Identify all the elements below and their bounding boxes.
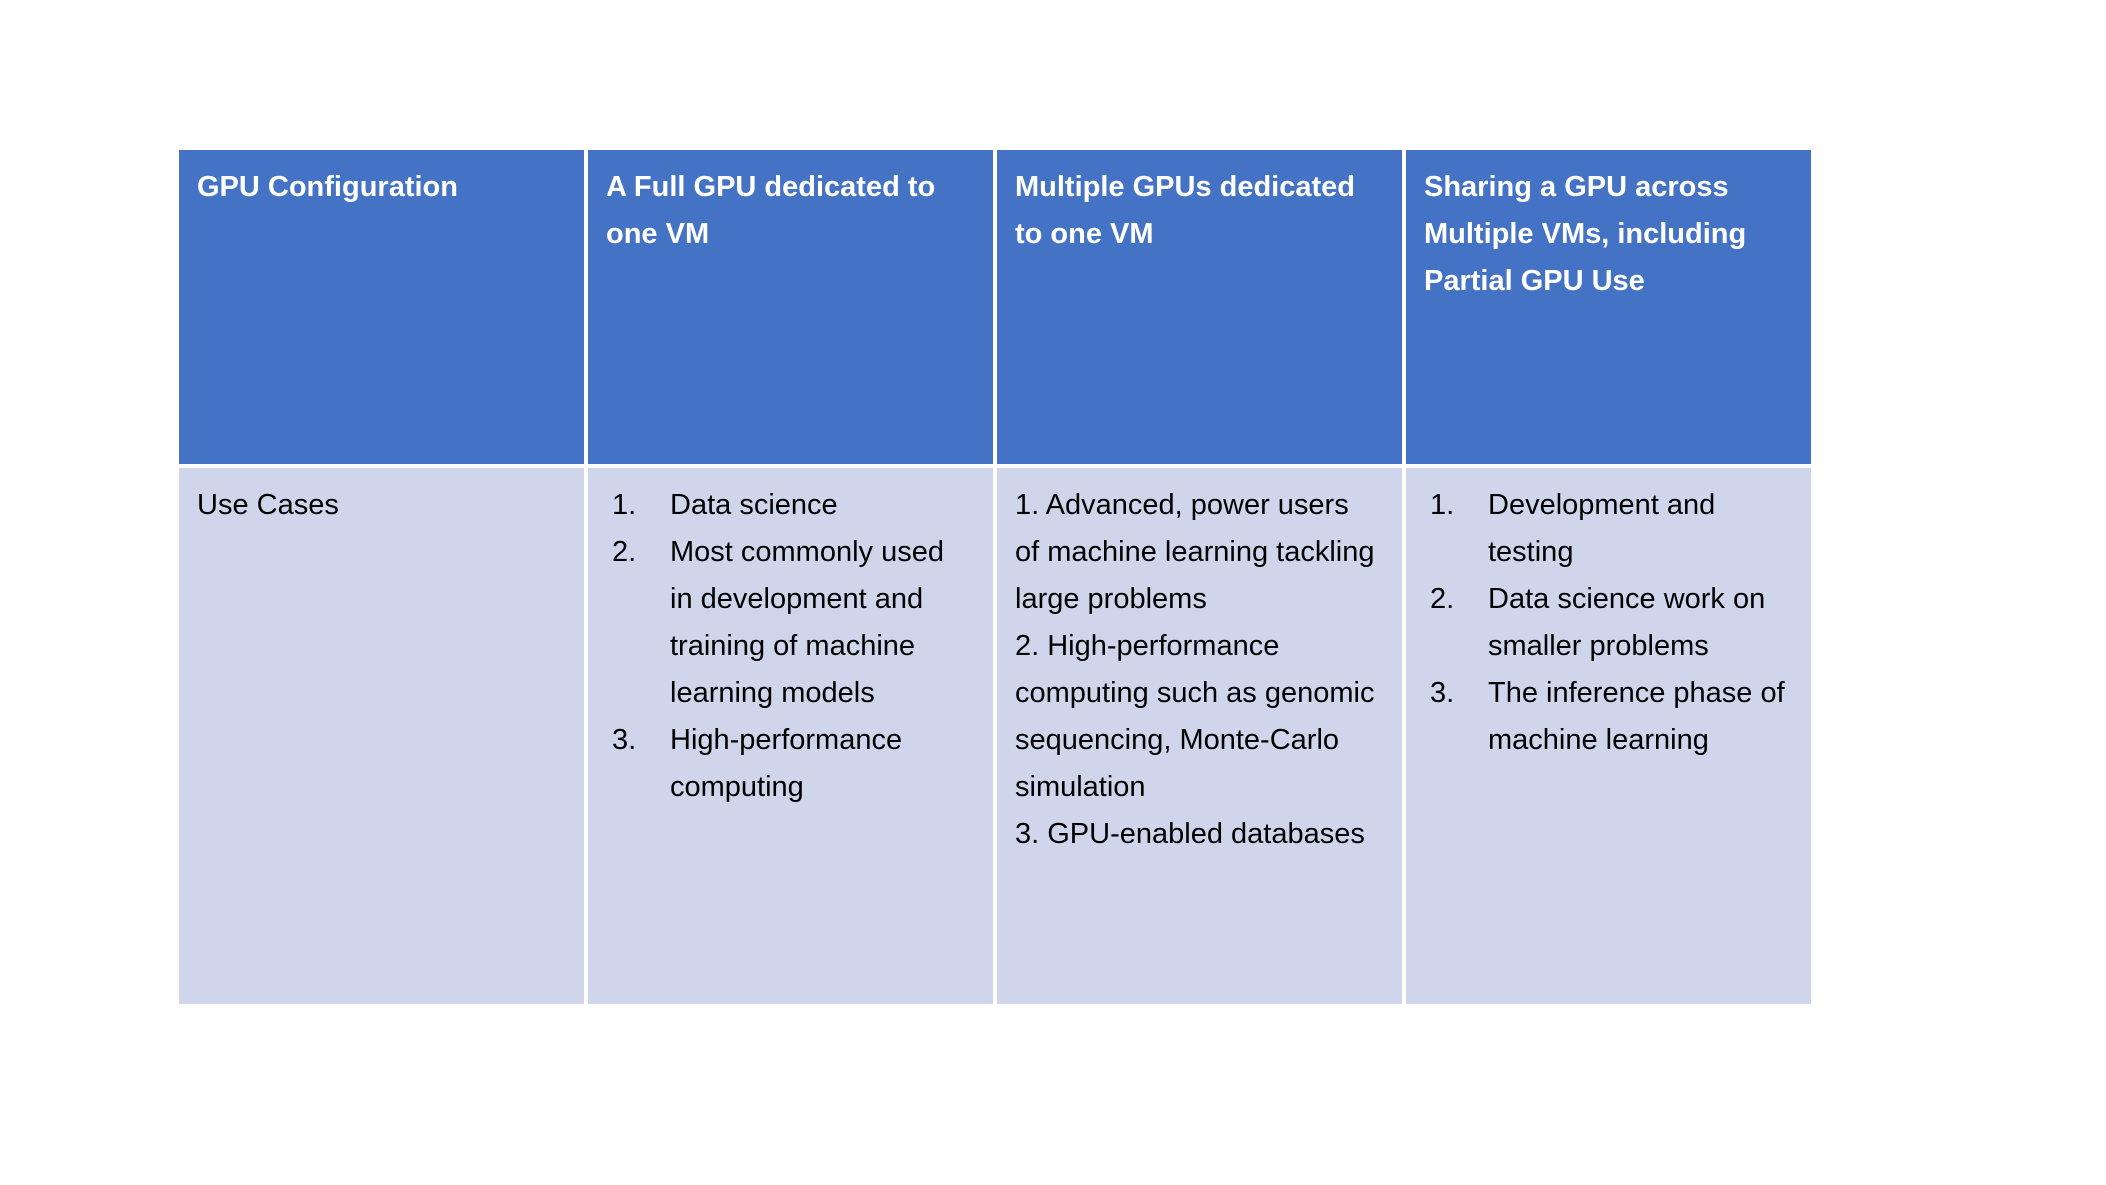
list-item: Development and testing (1430, 482, 1716, 568)
list-item: Most commonly used in development and tr… (612, 529, 944, 709)
list-item: The inference phase of machine learning (1430, 670, 1785, 756)
list-item: 3. GPU-enabled databases (1015, 818, 1365, 850)
header-cell-shared-gpu-multiple-vms: Sharing a GPU across Multiple VMs, inclu… (1402, 146, 1815, 468)
header-cell-full-gpu-one-vm: A Full GPU dedicated to one VM (584, 146, 997, 468)
list-item: Data science (612, 482, 838, 529)
header-cell-multiple-gpus-one-vm: Multiple GPUs dedicated to one VM (993, 146, 1406, 468)
list-item: Data science work on smaller problems (1430, 576, 1766, 662)
list-item: 2. High-performance computing such as ge… (1015, 630, 1375, 803)
multiple-gpu-use-cases-cell: 1. Advanced, power users of machine lear… (993, 464, 1406, 1008)
header-row: GPU Configuration A Full GPU dedicated t… (175, 146, 1815, 468)
gpu-configuration-table: GPU Configuration A Full GPU dedicated t… (175, 146, 1815, 1008)
row-label-use-cases: Use Cases (175, 464, 588, 1008)
header-cell-gpu-configuration: GPU Configuration (175, 146, 588, 468)
list-item: 1. Advanced, power users of machine lear… (1015, 489, 1375, 615)
list-item: High-performance computing (612, 717, 903, 803)
multiple-gpu-use-cases-list: 1. Advanced, power users of machine lear… (1015, 482, 1378, 858)
